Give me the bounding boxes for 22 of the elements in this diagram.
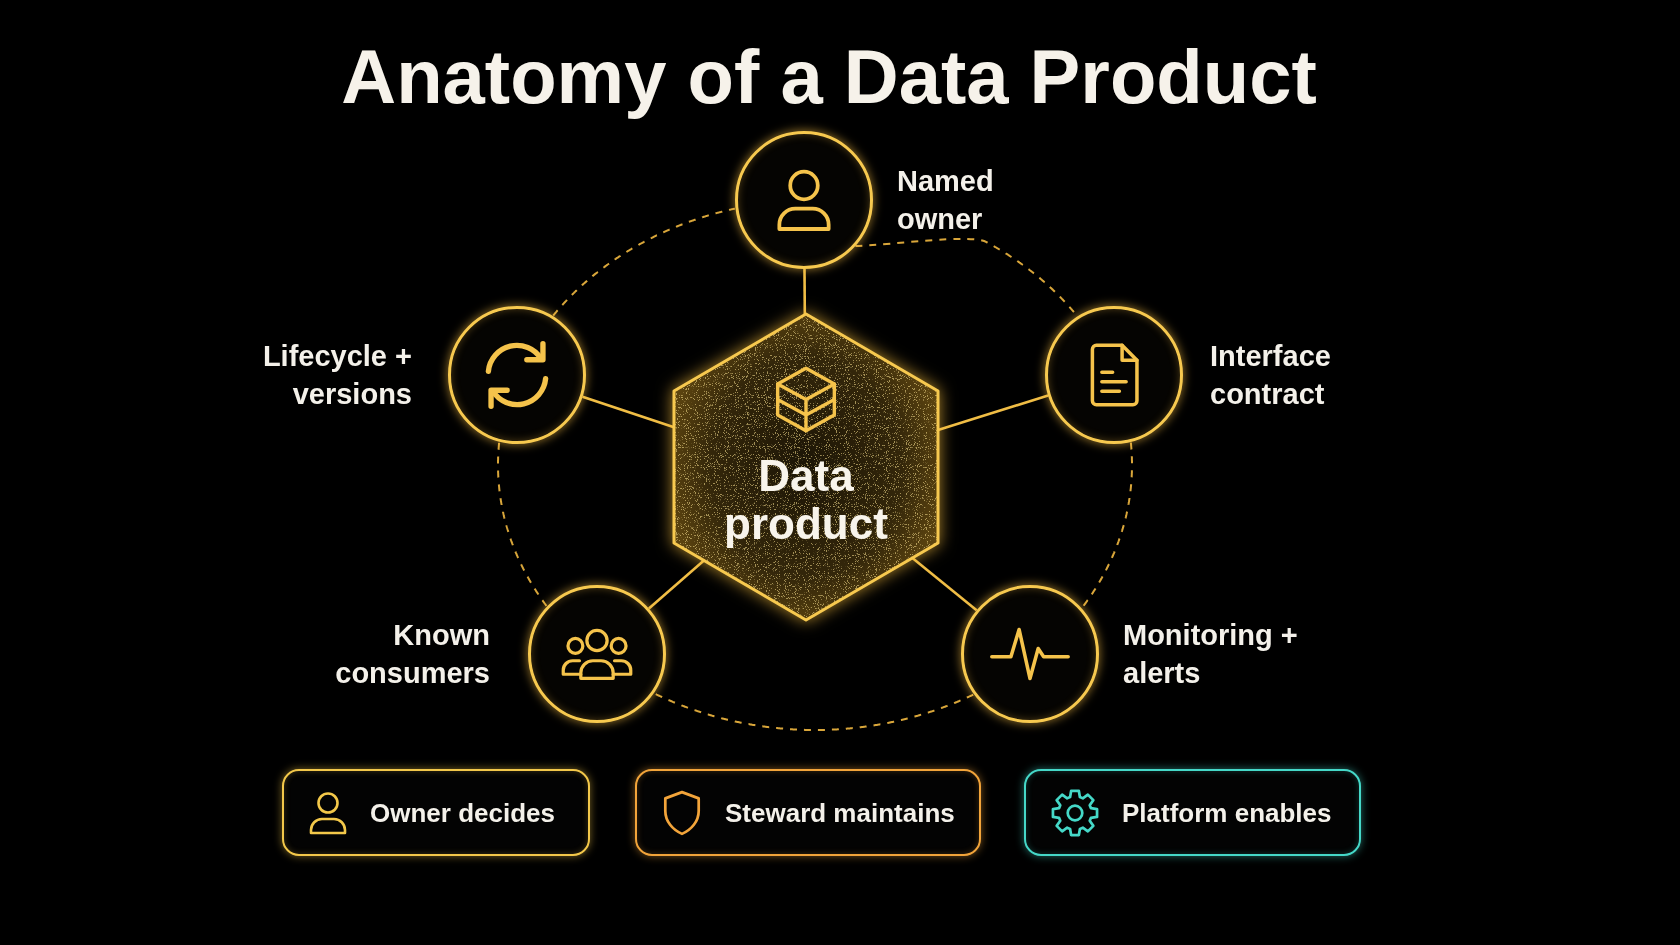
- role-box: [282, 769, 590, 856]
- role-box: [635, 769, 981, 856]
- node-label: Owner decides: [370, 796, 555, 829]
- connector-line: [937, 394, 1049, 432]
- node-label: Interface contract: [1210, 339, 1332, 412]
- dashed-connector: [552, 207, 736, 317]
- dashed-connector: [1081, 441, 1133, 609]
- role-box: [1024, 769, 1361, 856]
- connector-line: [648, 559, 705, 610]
- connector-line: [582, 395, 675, 429]
- connector-line: [911, 556, 978, 612]
- dashed-connector: [497, 441, 548, 607]
- node-label: Steward maintains: [725, 796, 955, 829]
- dashed-connector: [653, 692, 975, 731]
- connector-line: [803, 269, 807, 315]
- node-label: Data product: [723, 452, 889, 548]
- node-label: Named owner: [897, 164, 995, 237]
- node-label: Platform enables: [1122, 796, 1332, 829]
- node-label: Monitoring + alerts: [1123, 618, 1299, 691]
- node-label: Lifecycle + versions: [261, 339, 412, 412]
- hexagon-node: [672, 312, 940, 622]
- node-label: Known consumers: [334, 618, 490, 691]
